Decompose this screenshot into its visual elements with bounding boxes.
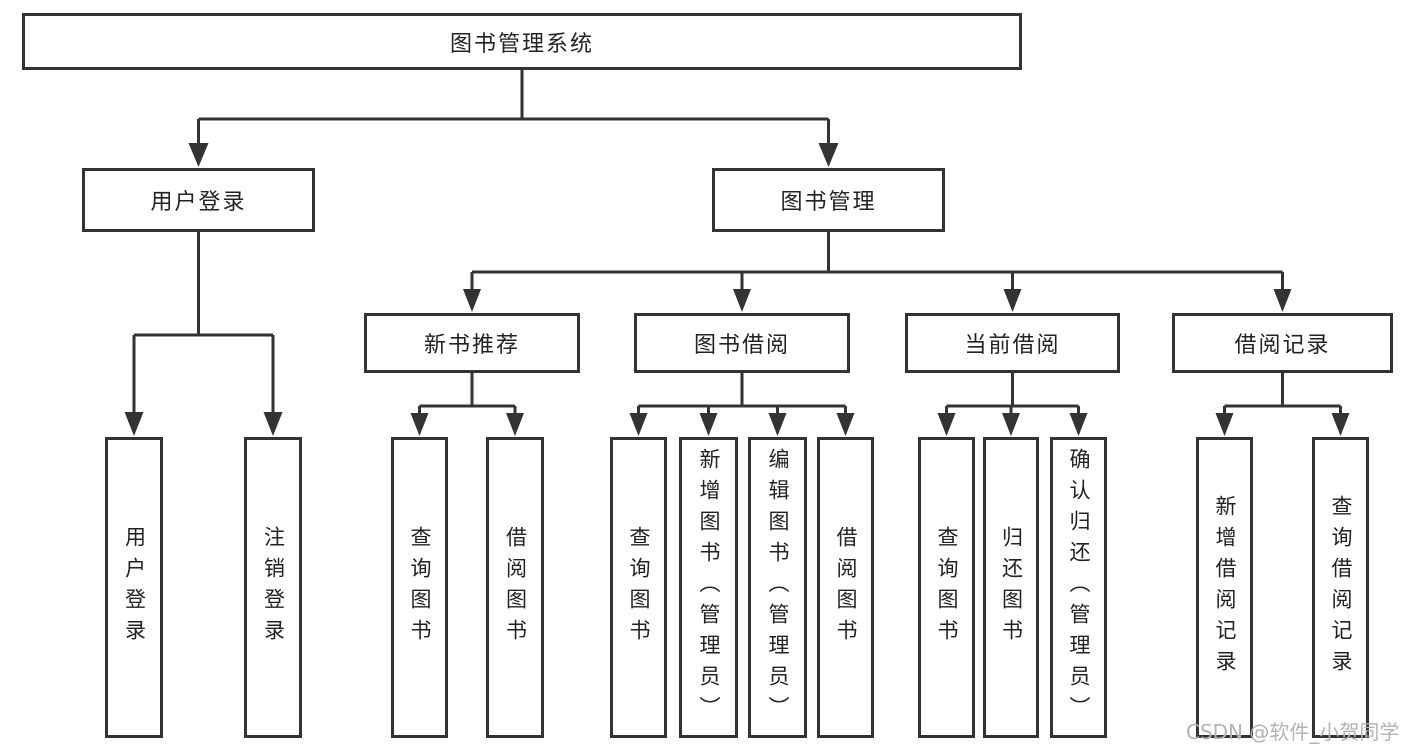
node-label: 借阅图书 <box>503 525 528 650</box>
node-label: 查询借阅记录 <box>1329 494 1353 681</box>
arrow-down-icon <box>1002 413 1020 436</box>
arrow-down-icon <box>1273 289 1292 312</box>
node-label: 用户登录 <box>150 190 247 215</box>
leaf-query-borrow-record: 查询借阅记录 <box>1312 437 1369 738</box>
node-label: 注销登录 <box>261 525 286 650</box>
connector-book-mgmt-to-level3 <box>463 232 1292 312</box>
node-book-borrowing: 图书借阅 <box>634 313 850 373</box>
node-label: 新增图书（管理员） <box>697 448 721 727</box>
leaf-query-books: 查询图书 <box>610 437 667 738</box>
node-label: 新书推荐 <box>423 333 520 358</box>
node-label: 用户登录 <box>122 525 147 650</box>
arrow-down-icon <box>124 412 144 436</box>
node-label: 查询图书 <box>627 525 651 650</box>
leaf-edit-books-admin: 编辑图书（管理员） <box>748 437 807 738</box>
connector-user-login-to-leaves <box>124 232 283 436</box>
node-label: 新增借阅记录 <box>1213 494 1237 681</box>
leaf-user-login: 用户登录 <box>105 437 163 738</box>
arrow-down-icon <box>733 289 751 312</box>
node-label: 编辑图书（管理员） <box>766 448 790 727</box>
connector-new-book-to-leaves <box>410 373 524 436</box>
arrow-down-icon <box>263 412 283 436</box>
arrow-down-icon <box>1069 413 1088 436</box>
arrow-down-icon <box>818 143 839 167</box>
leaf-add-borrow-record: 新增借阅记录 <box>1196 437 1253 738</box>
leaf-confirm-return-admin: 确认归还（管理员） <box>1050 437 1107 738</box>
connector-root-to-level2 <box>188 70 839 167</box>
arrow-down-icon <box>1215 413 1234 436</box>
leaf-return-books: 归还图书 <box>983 437 1039 738</box>
node-label: 图书借阅 <box>693 333 790 358</box>
leaf-logout: 注销登录 <box>244 437 302 738</box>
node-user-login: 用户登录 <box>82 168 315 232</box>
arrow-down-icon <box>768 413 787 436</box>
node-label: 借阅记录 <box>1234 333 1331 358</box>
leaf-add-books-admin: 新增图书（管理员） <box>679 437 738 738</box>
leaf-query-books: 查询图书 <box>391 437 448 738</box>
arrow-down-icon <box>1003 289 1022 312</box>
node-current-borrowing: 当前借阅 <box>905 313 1120 373</box>
csdn-watermark: CSDN @软件_小贺同学 <box>1186 720 1400 744</box>
node-label: 确认归还（管理员） <box>1067 448 1091 727</box>
connector-book-borrow-to-leaves <box>629 373 855 436</box>
arrow-down-icon <box>937 413 956 436</box>
arrow-down-icon <box>629 413 648 436</box>
connector-borrow-records-to-leaves <box>1215 373 1350 436</box>
leaf-borrow-books: 借阅图书 <box>486 437 544 738</box>
leaf-query-books: 查询图书 <box>918 437 975 738</box>
arrow-down-icon <box>506 413 524 436</box>
node-label: 查询图书 <box>935 525 959 650</box>
arrow-down-icon <box>410 413 429 436</box>
node-borrow-records: 借阅记录 <box>1172 313 1393 373</box>
arrow-down-icon <box>188 143 209 167</box>
node-book-management: 图书管理 <box>712 168 945 232</box>
node-label: 查询图书 <box>408 525 432 650</box>
node-label: 图书管理系统 <box>449 31 594 57</box>
node-label: 归还图书 <box>999 525 1024 650</box>
arrow-down-icon <box>699 413 718 436</box>
node-root-system: 图书管理系统 <box>22 13 1022 70</box>
arrow-down-icon <box>463 289 481 312</box>
node-label: 借阅图书 <box>834 525 858 650</box>
node-label: 当前借阅 <box>964 333 1061 358</box>
node-label: 图书管理 <box>780 190 877 215</box>
node-new-book-recommend: 新书推荐 <box>364 313 580 373</box>
connector-current-borrow-to-leaves <box>937 373 1088 436</box>
leaf-borrow-books: 借阅图书 <box>817 437 874 738</box>
arrow-down-icon <box>1331 413 1350 436</box>
arrow-down-icon <box>836 413 855 436</box>
